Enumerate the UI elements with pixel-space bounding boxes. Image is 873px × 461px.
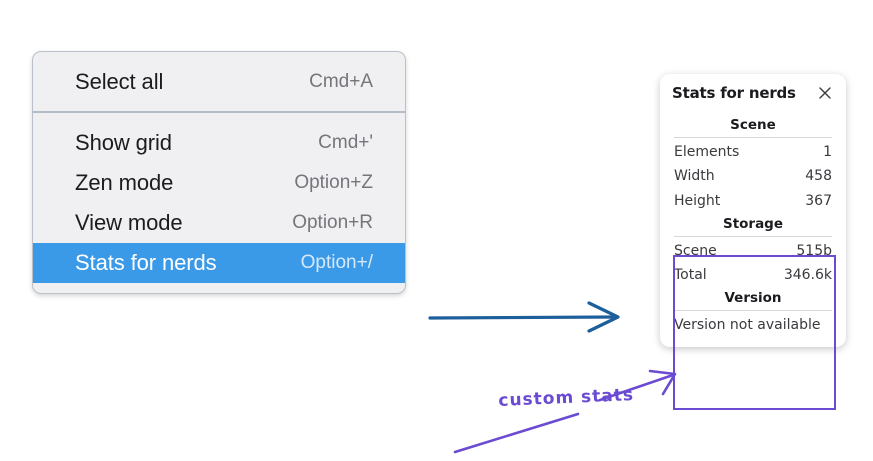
menu-item-shortcut: Cmd+'	[318, 132, 373, 153]
table-row: Height 367	[672, 189, 834, 213]
version-text: Version not available	[674, 317, 821, 334]
section-divider	[674, 310, 832, 312]
menu-item-shortcut: Option+/	[300, 252, 373, 273]
menu-item-view-mode[interactable]: View mode Option+R	[33, 203, 405, 243]
menu-item-shortcut: Option+R	[292, 212, 373, 233]
stat-value: 515b	[796, 242, 832, 259]
stat-label: Elements	[674, 144, 740, 160]
menu-item-label: Zen mode	[75, 170, 174, 195]
section-divider	[674, 137, 832, 138]
menu-item-zen-mode[interactable]: Zen mode Option+Z	[33, 163, 405, 203]
table-row: Scene 515b	[672, 239, 834, 263]
menu-item-select-all[interactable]: Select all Cmd+A	[33, 62, 405, 102]
stats-section-version: Version Version not available	[672, 287, 834, 335]
menu-item-label: View mode	[75, 210, 183, 235]
menu-item-label: Select all	[75, 69, 164, 94]
menu-group-primary: Select all Cmd+A	[33, 52, 405, 111]
menu-separator	[33, 111, 405, 113]
section-title: Version	[724, 290, 782, 307]
stats-section-scene: Scene Elements 1 Width 458 Height 367	[672, 114, 834, 213]
stat-label: Width	[674, 168, 715, 185]
close-icon[interactable]	[816, 84, 834, 102]
stats-section-storage: Storage Scene 515b Total 346.6k	[672, 213, 834, 288]
flow-arrow	[428, 301, 620, 333]
stats-for-nerds-panel: Stats for nerds Scene Elements 1 Width 4…	[660, 74, 846, 348]
callout-line	[453, 412, 580, 454]
section-title: Storage	[722, 215, 784, 232]
annotation-label: custom stats	[498, 385, 635, 411]
table-row: Total 346.6k	[672, 263, 834, 287]
menu-item-shortcut: Cmd+A	[309, 71, 373, 92]
menu-item-shortcut: Option+Z	[294, 172, 373, 193]
table-row: Width 458	[672, 164, 834, 188]
section-title: Scene	[730, 117, 776, 133]
stat-value: 458	[805, 168, 832, 185]
stats-panel-title: Stats for nerds	[672, 84, 796, 102]
stat-value: 1	[823, 144, 832, 160]
menu-item-stats-for-nerds[interactable]: Stats for nerds Option+/	[33, 243, 405, 283]
stat-label: Total	[674, 267, 707, 284]
table-row: Elements 1	[672, 140, 834, 164]
stat-label: Height	[674, 192, 721, 209]
context-menu[interactable]: Select all Cmd+A Show grid Cmd+' Zen mod…	[32, 51, 406, 294]
menu-group-secondary: Show grid Cmd+' Zen mode Option+Z View m…	[33, 113, 405, 283]
menu-item-label: Stats for nerds	[75, 250, 217, 275]
stat-label: Scene	[674, 242, 717, 259]
stat-value: 346.6k	[783, 267, 832, 284]
menu-item-show-grid[interactable]: Show grid Cmd+'	[33, 123, 405, 163]
stat-value: 367	[805, 192, 832, 209]
stats-panel-header: Stats for nerds	[672, 84, 834, 102]
section-divider	[674, 235, 832, 237]
menu-item-label: Show grid	[75, 130, 172, 155]
